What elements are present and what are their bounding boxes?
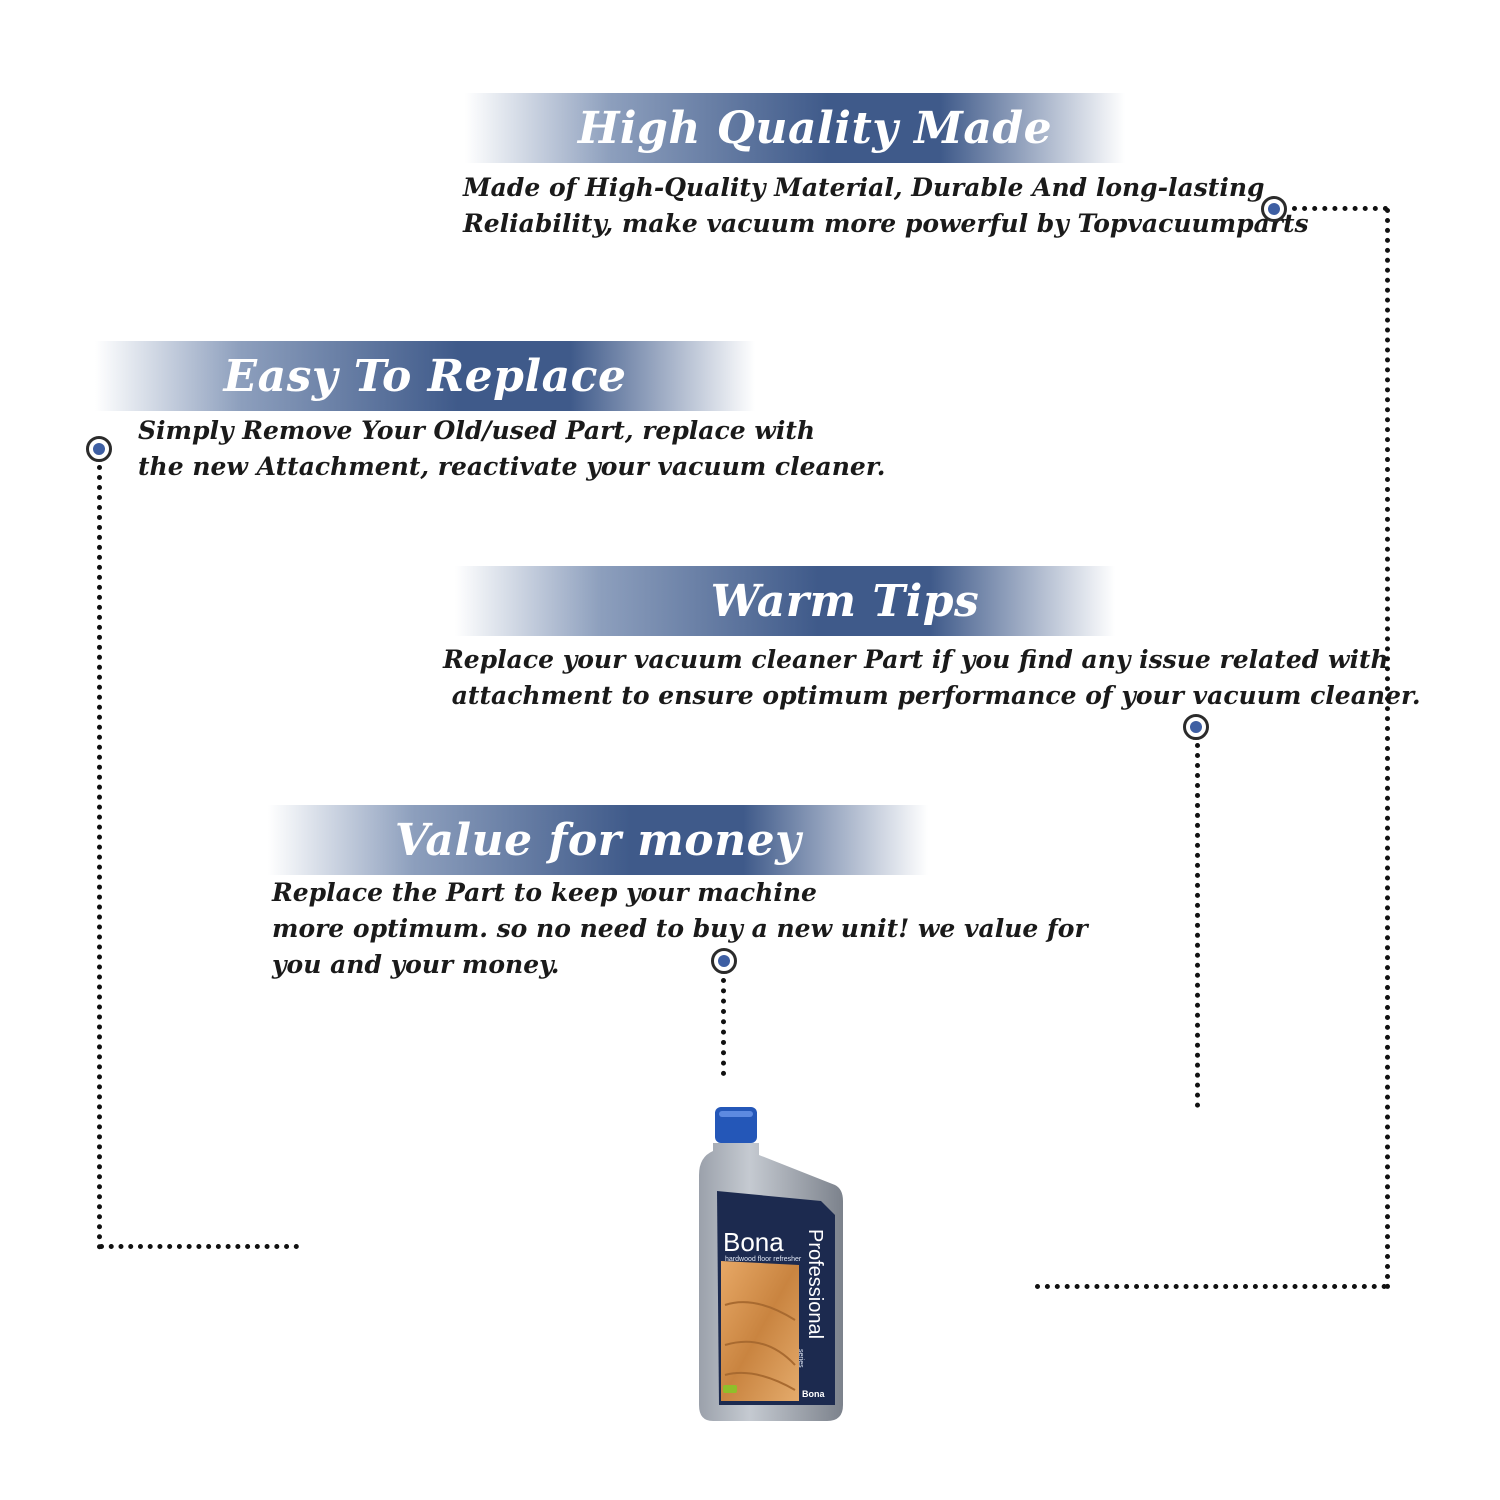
- bottle-brand-text: Bona: [723, 1227, 784, 1257]
- description-line: Replace the Part to keep your machine: [272, 878, 817, 907]
- banner-warm-tips: Warm Tips: [455, 566, 1115, 636]
- marker-high-quality-made-icon: [1261, 196, 1287, 222]
- connector-left-vertical: [97, 465, 102, 1250]
- bottle-series-text: Professional: [804, 1229, 826, 1339]
- description-line: the new Attachment, reactivate your vacu…: [138, 452, 886, 481]
- bottle-series-small-text: series: [797, 1349, 804, 1368]
- description-warm-tips: Replace your vacuum cleaner Part if you …: [443, 642, 1421, 714]
- connector-bottom-right-horizontal: [1035, 1284, 1387, 1289]
- product-bottle-image: Bona hardwood floor refresher Profession…: [695, 1105, 845, 1425]
- description-line: Simply Remove Your Old/used Part, replac…: [138, 416, 816, 445]
- marker-warm-tips-icon: [1183, 714, 1209, 740]
- banner-easy-to-replace: Easy To Replace: [95, 341, 755, 411]
- heading-high-quality-made: High Quality Made: [577, 102, 1053, 154]
- banner-value-for-money: Value for money: [268, 805, 928, 875]
- connector-right-vertical: [1385, 208, 1390, 1290]
- description-line: Made of High-Quality Material, Durable A…: [463, 173, 1265, 202]
- description-line: attachment to ensure optimum performance…: [443, 681, 1421, 710]
- heading-easy-to-replace: Easy To Replace: [223, 350, 627, 402]
- heading-warm-tips: Warm Tips: [710, 575, 980, 627]
- heading-value-for-money: Value for money: [394, 814, 802, 866]
- connector-top-right-horizontal: [1292, 206, 1388, 211]
- description-high-quality-made: Made of High-Quality Material, Durable A…: [463, 170, 1309, 242]
- connector-value-vertical: [721, 978, 726, 1076]
- bottle-subtitle-text: hardwood floor refresher: [725, 1256, 802, 1263]
- description-line: more optimum. so no need to buy a new un…: [272, 914, 1088, 943]
- description-line: Reliability, make vacuum more powerful b…: [463, 209, 1309, 238]
- marker-easy-to-replace-icon: [86, 436, 112, 462]
- description-line: you and your money.: [272, 950, 560, 979]
- marker-value-for-money-icon: [711, 948, 737, 974]
- bottle-icon: Bona hardwood floor refresher Profession…: [699, 1107, 843, 1421]
- banner-high-quality-made: High Quality Made: [465, 93, 1125, 163]
- description-easy-to-replace: Simply Remove Your Old/used Part, replac…: [138, 413, 885, 485]
- connector-bottom-left-horizontal: [99, 1244, 299, 1249]
- connector-warm-tips-vertical: [1195, 743, 1200, 1108]
- description-value-for-money: Replace the Part to keep your machine mo…: [272, 875, 1088, 983]
- description-line: Replace your vacuum cleaner Part if you …: [443, 645, 1389, 674]
- bottle-brand-small-text: Bona: [802, 1389, 825, 1399]
